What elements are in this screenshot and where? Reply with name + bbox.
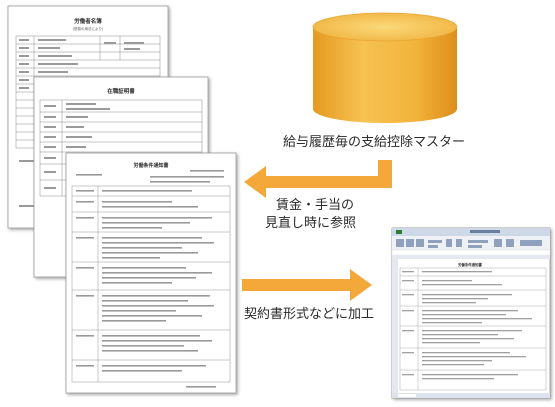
contract-text-lines [76, 170, 224, 388]
contract-table-lines [71, 185, 231, 383]
reference-caption-line2: 見直し時に参照 [265, 216, 357, 231]
spreadsheet-window: 労働条件通知書 [391, 227, 551, 399]
reference-arrow-icon [244, 160, 392, 198]
spreadsheet-title: 労働条件通知書 [458, 262, 482, 267]
database-cylinder-icon [312, 12, 458, 123]
processing-arrow-icon [242, 269, 372, 301]
register-title: 労働者名簿 [74, 17, 102, 25]
employment-cert-title: 在職証明書 [107, 87, 135, 95]
register-subtitle: (簡易の用法により) [73, 26, 104, 31]
employment-cert-text-lines [44, 103, 110, 189]
contract-title: 労働条件通知書 [133, 162, 168, 169]
spreadsheet-table-lines [399, 267, 547, 391]
labor-conditions-document: 労働条件通知書 [65, 152, 237, 394]
spreadsheet-text-lines [402, 271, 532, 380]
reference-caption-line1: 賃金・手当の [276, 198, 355, 213]
database-label: 給与履歴毎の支給控除マスター [283, 135, 466, 150]
process-caption: 契約書形式などに加工 [244, 307, 375, 322]
